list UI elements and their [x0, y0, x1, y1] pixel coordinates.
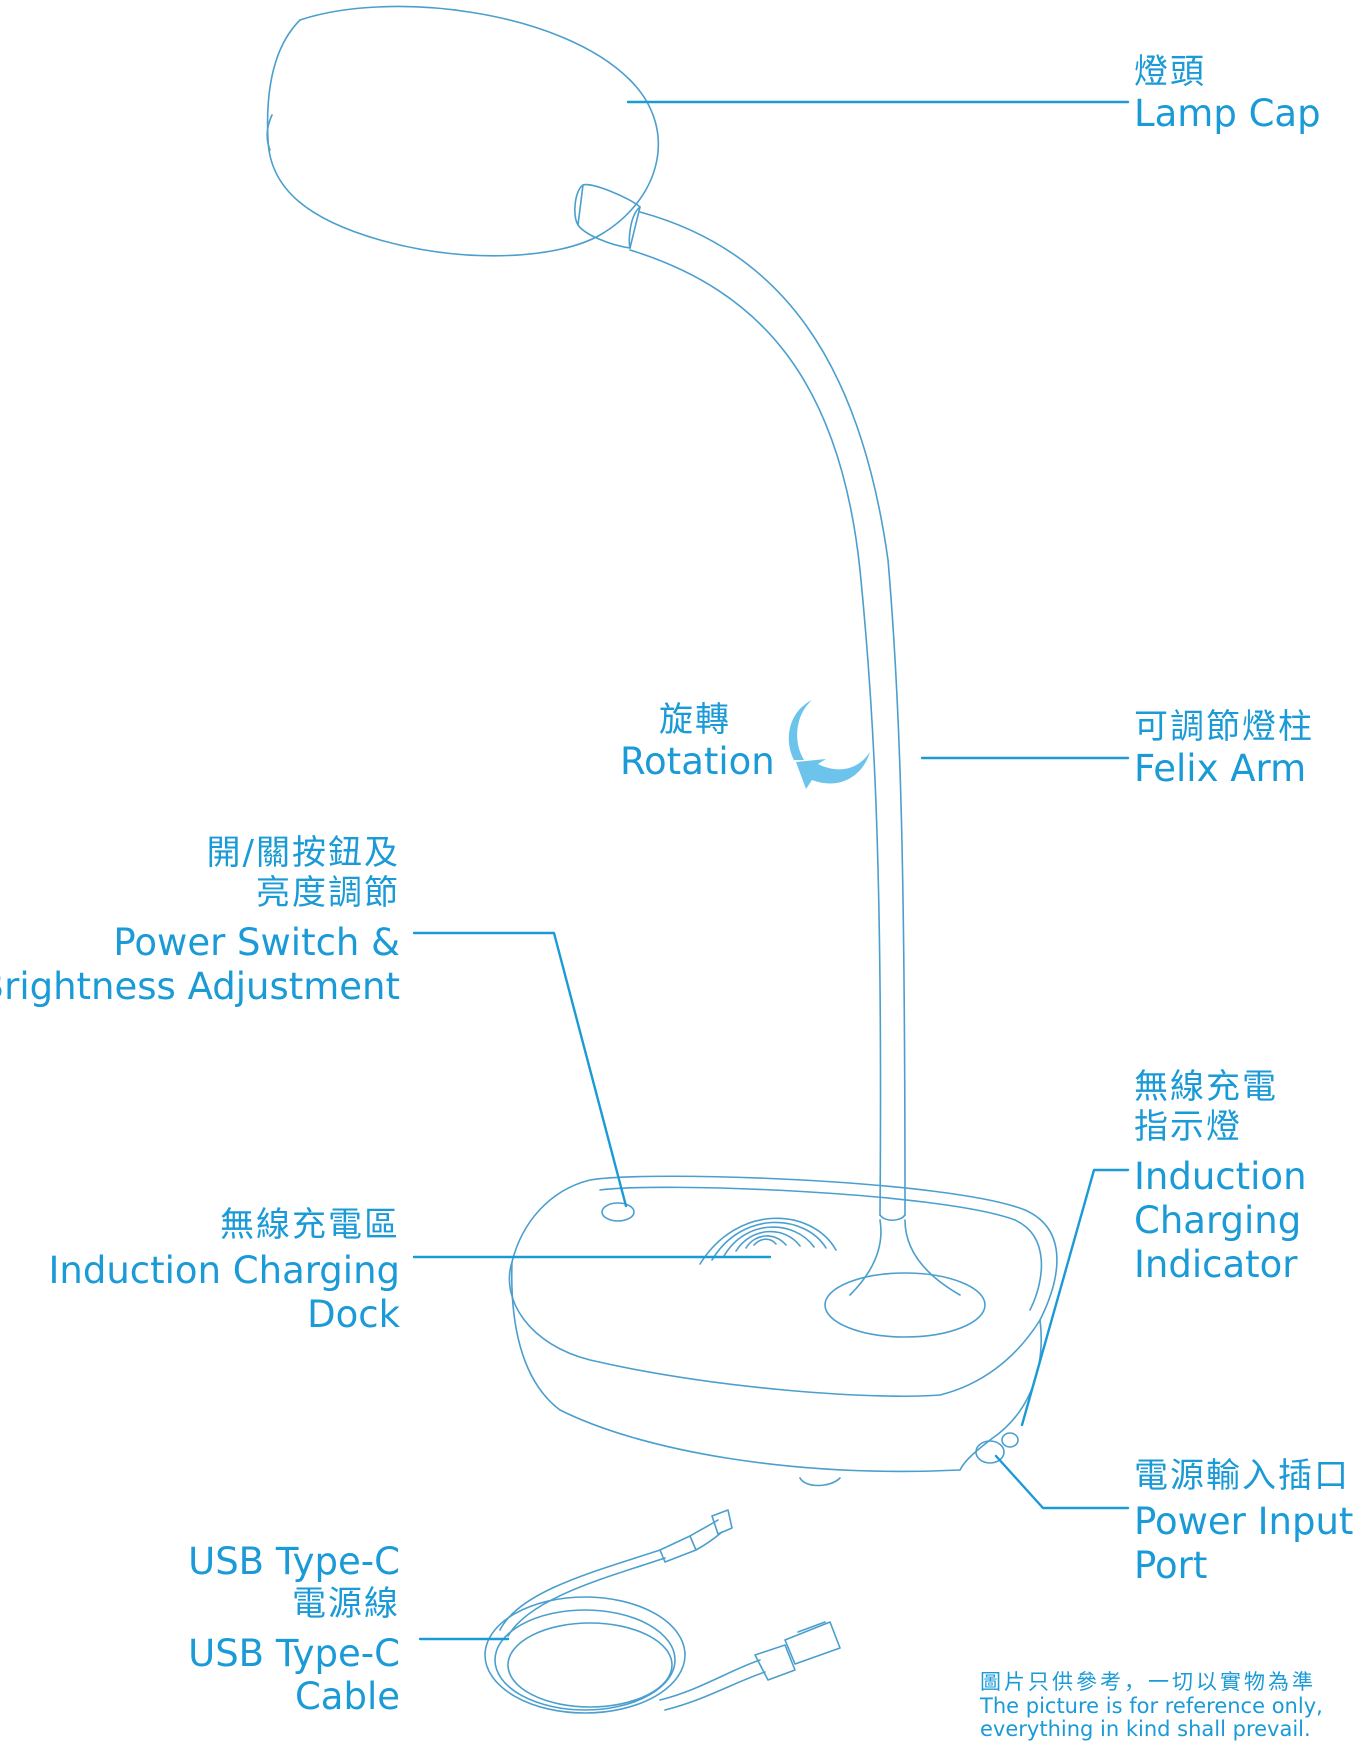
power-switch-button: [601, 1202, 635, 1222]
lamp-cap-drawing: [266, 5, 660, 257]
flexible-arm-drawing: [629, 211, 906, 1222]
power-switch-zh-1: 開/關按鈕及: [206, 833, 400, 873]
usb-cable-zh-1: USB Type-C: [188, 1540, 400, 1583]
felix-arm-label: 可調節燈柱 Felix Arm: [1134, 707, 1314, 791]
power-port-en-1: Power Input: [1134, 1500, 1354, 1544]
power-port-zh: 電源輸入插口: [1134, 1456, 1350, 1496]
power-port-drawing: [975, 1432, 1019, 1464]
charging-indicator-zh-1: 無線充電: [1134, 1067, 1278, 1107]
felix-arm-zh: 可調節燈柱: [1134, 707, 1314, 747]
rotation-icon: [788, 700, 870, 789]
power-switch-label: 開/關按鈕及 亮度調節 Power Switch & Brightness Ad…: [0, 833, 400, 1009]
charging-indicator-en-1: Induction: [1134, 1155, 1307, 1199]
charging-dock-en-1: Induction Charging: [48, 1249, 401, 1293]
disclaimer-en-2: everything in kind shall prevail.: [980, 1717, 1311, 1742]
usb-cable-en-1: USB Type-C: [188, 1631, 400, 1675]
lamp-cap-zh: 燈頭: [1134, 52, 1206, 92]
usb-cable-en-2: Cable: [294, 1675, 400, 1719]
indicator-leader: [1020, 1168, 1130, 1427]
power-switch-zh-2: 亮度調節: [256, 873, 400, 914]
lamp-cap-en: Lamp Cap: [1134, 92, 1321, 136]
wireless-charging-symbol: [699, 1217, 837, 1265]
usb-cable-label: USB Type-C 電源線 USB Type-C Cable: [188, 1540, 400, 1719]
power-switch-leader: [412, 931, 628, 1208]
power-switch-en-1: Power Switch &: [113, 921, 400, 965]
power-port-label: 電源輸入插口 Power Input Port: [1134, 1456, 1353, 1587]
disclaimer-en-1: The picture is for reference only,: [980, 1693, 1323, 1718]
charging-indicator-en-3: Indicator: [1134, 1242, 1298, 1286]
leader-lines: [412, 100, 1130, 1641]
power-port-en-2: Port: [1134, 1543, 1208, 1587]
rotation-label: 旋轉 Rotation: [620, 700, 775, 784]
arm-base-cone: [824, 1219, 986, 1338]
lamp-cap-label: 燈頭 Lamp Cap: [1134, 52, 1321, 136]
rotation-zh: 旋轉: [659, 700, 731, 740]
charging-dock-en-2: Dock: [307, 1292, 400, 1336]
charging-indicator-label: 無線充電 指示燈 Induction Charging Indicator: [1134, 1067, 1307, 1286]
lamp-neck-collar: [574, 183, 641, 249]
disclaimer-zh: 圖片只供參考，一切以實物為準: [980, 1670, 1316, 1694]
power-port-leader: [994, 1454, 1130, 1510]
charging-dock-label: 無線充電區 Induction Charging Dock: [49, 1205, 401, 1336]
charging-indicator-en-2: Charging: [1134, 1198, 1302, 1242]
base-dock-drawing: [508, 1175, 1058, 1487]
power-switch-en-2: Brightness Adjustment: [0, 964, 400, 1008]
rotation-en: Rotation: [620, 740, 775, 784]
felix-arm-en: Felix Arm: [1134, 747, 1307, 791]
usb-cable-drawing: [484, 1509, 841, 1714]
usb-cable-zh-2: 電源線: [292, 1583, 400, 1624]
charging-dock-zh: 無線充電區: [220, 1205, 400, 1245]
charging-indicator-zh-2: 指示燈: [1134, 1107, 1242, 1148]
disclaimer: 圖片只供參考，一切以實物為準 The picture is for refere…: [980, 1670, 1323, 1742]
